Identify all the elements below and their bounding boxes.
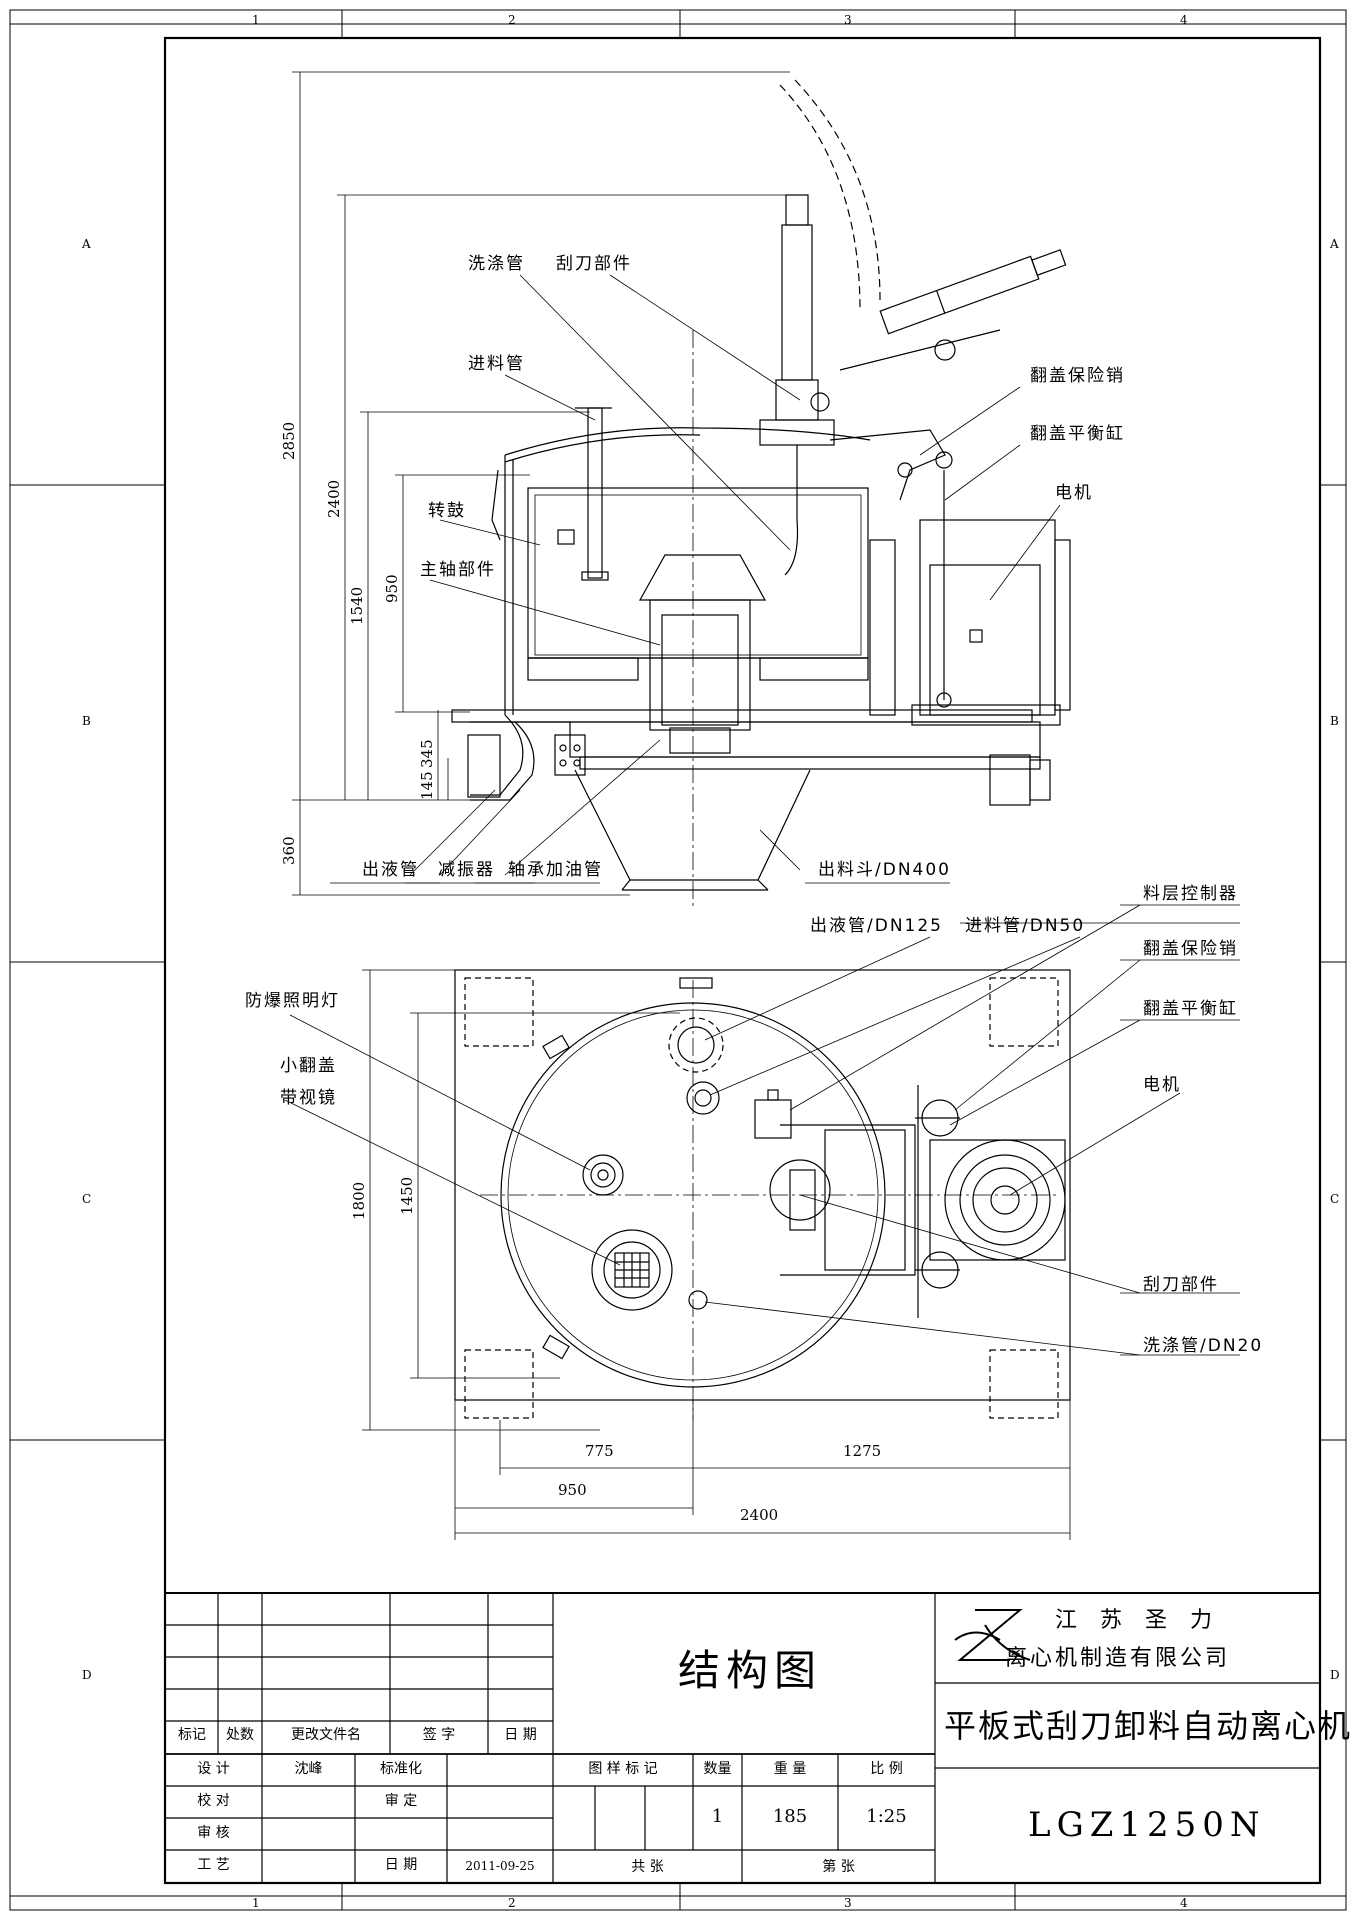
label-plan-small-lid-1: 小翻盖	[280, 1056, 337, 1076]
zone-col-4-bottom: 4	[1180, 1896, 1188, 1910]
field-weight-value: 185	[772, 1806, 808, 1827]
field-quantity-label: 数量	[703, 1761, 732, 1777]
label-lid-safety-pin: 翻盖保险销	[1030, 366, 1125, 386]
label-feed-pipe: 进料管	[468, 354, 525, 374]
zone-row-b-right: B	[1330, 714, 1339, 728]
dim-1275: 1275	[843, 1442, 882, 1460]
label-plan-balance-cylinder: 翻盖平衡缸	[1143, 999, 1238, 1019]
inner-frame	[163, 36, 1322, 1885]
label-plan-outlet: 出液管/DN125	[810, 916, 943, 936]
label-scraper: 刮刀部件	[556, 254, 632, 274]
field-scale-value: 1:25	[866, 1806, 907, 1827]
zone-row-c-right: C	[1330, 1192, 1340, 1206]
zone-row-b-left: B	[82, 714, 91, 728]
dim-345: 345	[418, 739, 436, 768]
zone-ruler	[10, 10, 1346, 1910]
row-date-value: 2011-09-25	[465, 1859, 535, 1873]
dim-1450: 1450	[398, 1176, 416, 1215]
zone-col-4-top: 4	[1180, 13, 1188, 27]
elevation-view	[292, 71, 1071, 910]
field-scale-label: 比 例	[870, 1761, 903, 1777]
zone-row-d-left: D	[82, 1668, 92, 1682]
field-weight-label: 重 量	[773, 1761, 807, 1777]
row-review: 审 核	[197, 1825, 230, 1841]
product-name: 平板式刮刀卸料自动离心机	[944, 1707, 1353, 1745]
plan-view	[284, 904, 1240, 1540]
header-change-doc: 更改文件名	[291, 1727, 361, 1743]
zone-row-a-right: A	[1330, 237, 1339, 251]
zone-col-2-bottom: 2	[508, 1896, 516, 1910]
company-name-line1: 江 苏 圣 力	[1055, 1608, 1220, 1633]
label-wash-pipe: 洗涤管	[468, 254, 525, 274]
company-name-line2: 离心机制造有限公司	[1005, 1646, 1231, 1671]
label-plan-safety-pin: 翻盖保险销	[1143, 939, 1238, 959]
dim-145: 145	[418, 771, 436, 800]
field-total-sheets: 共 张	[631, 1859, 664, 1875]
model-number: LGZ1250N	[1028, 1805, 1266, 1845]
row-process: 工 艺	[197, 1857, 230, 1873]
zone-col-1-top: 1	[252, 13, 260, 27]
dim-360: 360	[280, 836, 298, 865]
row-approve: 审 定	[384, 1793, 418, 1809]
zone-col-3-top: 3	[844, 13, 852, 27]
label-plan-wash: 洗涤管/DN20	[1143, 1336, 1264, 1356]
title-block-grid	[164, 1592, 1321, 1884]
row-designer: 沈峰	[294, 1761, 323, 1777]
row-check: 校 对	[197, 1793, 230, 1809]
company-logo	[954, 1609, 1031, 1661]
dim-950: 950	[383, 574, 401, 603]
label-damper: 减振器	[438, 860, 495, 880]
header-count: 处数	[226, 1727, 254, 1743]
zone-row-d-right: D	[1330, 1668, 1340, 1682]
label-discharge-hopper: 出料斗/DN400	[818, 860, 951, 880]
zone-row-c-left: C	[82, 1192, 92, 1206]
dim-950-plan: 950	[558, 1481, 587, 1499]
outer-frame	[9, 9, 1347, 1911]
zone-row-a-left: A	[82, 237, 91, 251]
field-sample-mark: 图 样 标 记	[588, 1761, 658, 1777]
label-plan-level-controller: 料层控制器	[1143, 884, 1238, 904]
zone-col-3-bottom: 3	[844, 1896, 852, 1910]
zone-col-1-bottom: 1	[252, 1896, 260, 1910]
label-plan-scraper: 刮刀部件	[1143, 1275, 1219, 1295]
dim-1540: 1540	[348, 586, 366, 625]
dim-1800: 1800	[350, 1181, 368, 1220]
field-quantity-value: 1	[711, 1806, 724, 1827]
label-discharge-liquid-pipe: 出液管	[362, 860, 419, 880]
label-motor: 电机	[1055, 483, 1093, 503]
label-drum: 转鼓	[428, 501, 466, 521]
row-design: 设 计	[197, 1761, 230, 1777]
dim-2400: 2400	[325, 479, 343, 518]
label-plan-motor: 电机	[1143, 1075, 1181, 1095]
row-date-label: 日 期	[384, 1857, 418, 1873]
label-plan-feed: 进料管/DN50	[965, 916, 1086, 936]
row-standard: 标准化	[380, 1761, 422, 1777]
drawing-title: 结构图	[678, 1646, 823, 1695]
label-main-shaft: 主轴部件	[420, 560, 496, 580]
dim-total-height: 2850	[280, 421, 298, 460]
label-bearing-oil-pipe: 轴承加油管	[508, 860, 603, 880]
label-plan-lamp: 防爆照明灯	[245, 991, 340, 1011]
label-lid-balance-cylinder: 翻盖平衡缸	[1030, 424, 1125, 444]
dim-2400-plan: 2400	[740, 1506, 779, 1524]
header-signature: 签 字	[422, 1727, 456, 1743]
dim-775: 775	[585, 1442, 614, 1460]
label-plan-small-lid-2: 带视镜	[280, 1088, 337, 1108]
header-date: 日 期	[504, 1727, 537, 1743]
field-sheet-number: 第 张	[822, 1859, 855, 1875]
zone-col-2-top: 2	[508, 13, 516, 27]
header-mark: 标记	[178, 1727, 206, 1743]
